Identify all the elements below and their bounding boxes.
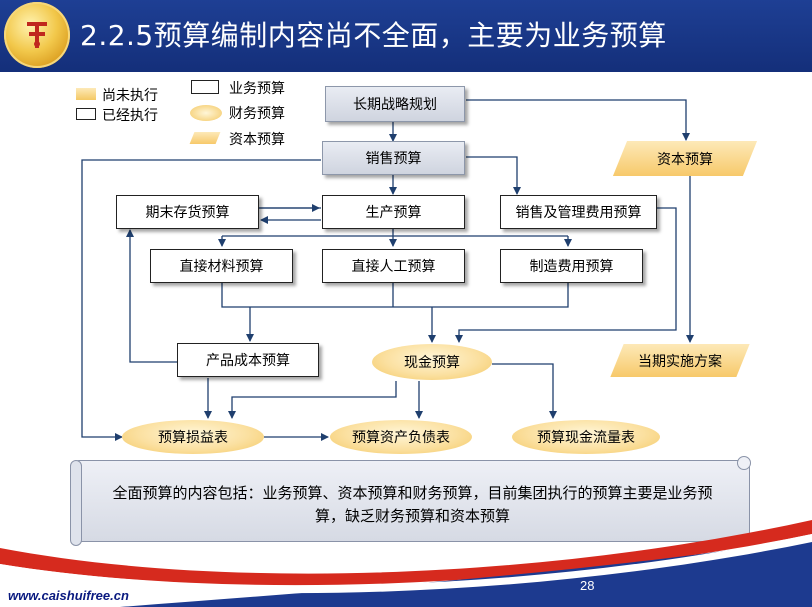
- arrow-sales-income: [81, 159, 321, 441]
- node-long-term-strategy: 长期战略规划: [325, 86, 465, 122]
- legend-executed-swatch: [76, 108, 96, 120]
- node-ending-inventory-budget: 期末存货预算: [116, 195, 259, 229]
- node-budget-income-statement: 预算损益表: [122, 420, 264, 454]
- arrow-selling-cash: [455, 207, 677, 343]
- legend-financial-swatch: [190, 105, 222, 121]
- company-logo: [4, 2, 70, 68]
- page-title: 2.2.5预算编制内容尚不全面，主要为业务预算: [80, 19, 667, 52]
- node-overhead-budget: 制造费用预算: [500, 249, 643, 283]
- arrow-sales-selling: [466, 156, 521, 195]
- footer-url[interactable]: www.caishuifree.cn: [8, 588, 129, 603]
- node-direct-labor-budget: 直接人工预算: [322, 249, 465, 283]
- node-sales-budget: 销售预算: [322, 141, 465, 175]
- legend-business-label: 业务预算: [229, 81, 285, 97]
- legend-capital-label: 资本预算: [229, 132, 285, 148]
- legend-capital-swatch: [192, 132, 218, 144]
- legend-not-executed-swatch: [76, 88, 96, 100]
- footer-swoosh: [0, 520, 812, 607]
- arrow-productcost-inventory: [126, 229, 177, 363]
- scroll-curl-left: [70, 460, 82, 546]
- arrow-cash-income: [228, 381, 397, 419]
- arrow-production-split: [222, 228, 568, 237]
- node-capital-budget: 资本预算: [620, 141, 750, 176]
- title-bar: 2.2.5预算编制内容尚不全面，主要为业务预算: [0, 0, 812, 72]
- arrow-cash-cashflow: [492, 363, 557, 419]
- arrow-strategy-capital: [466, 99, 690, 141]
- legend-business-swatch: [191, 80, 219, 94]
- flow-connectors: [81, 99, 694, 441]
- node-cash-budget: 现金预算: [372, 344, 492, 380]
- node-direct-material-budget: 直接材料预算: [150, 249, 293, 283]
- scroll-curl-right: [737, 456, 751, 470]
- node-budget-balance-sheet: 预算资产负债表: [330, 420, 472, 454]
- node-current-implementation-plan: 当期实施方案: [617, 344, 743, 377]
- node-budget-cash-flow: 预算现金流量表: [512, 420, 660, 454]
- node-product-cost-budget: 产品成本预算: [177, 343, 319, 377]
- summary-note: 全面预算的内容包括：业务预算、资本预算和财务预算，目前集团执行的预算主要是业务预…: [75, 460, 750, 542]
- node-selling-admin-budget: 销售及管理费用预算: [500, 195, 657, 229]
- arrow-merge-line: [221, 283, 569, 308]
- legend-not-executed-label: 尚未执行: [102, 88, 158, 104]
- legend-executed-label: 已经执行: [102, 108, 158, 124]
- node-production-budget: 生产预算: [322, 195, 465, 229]
- legend-financial-label: 财务预算: [229, 106, 285, 122]
- page-number: 28: [580, 578, 595, 593]
- logo-emblem-icon: [27, 22, 47, 48]
